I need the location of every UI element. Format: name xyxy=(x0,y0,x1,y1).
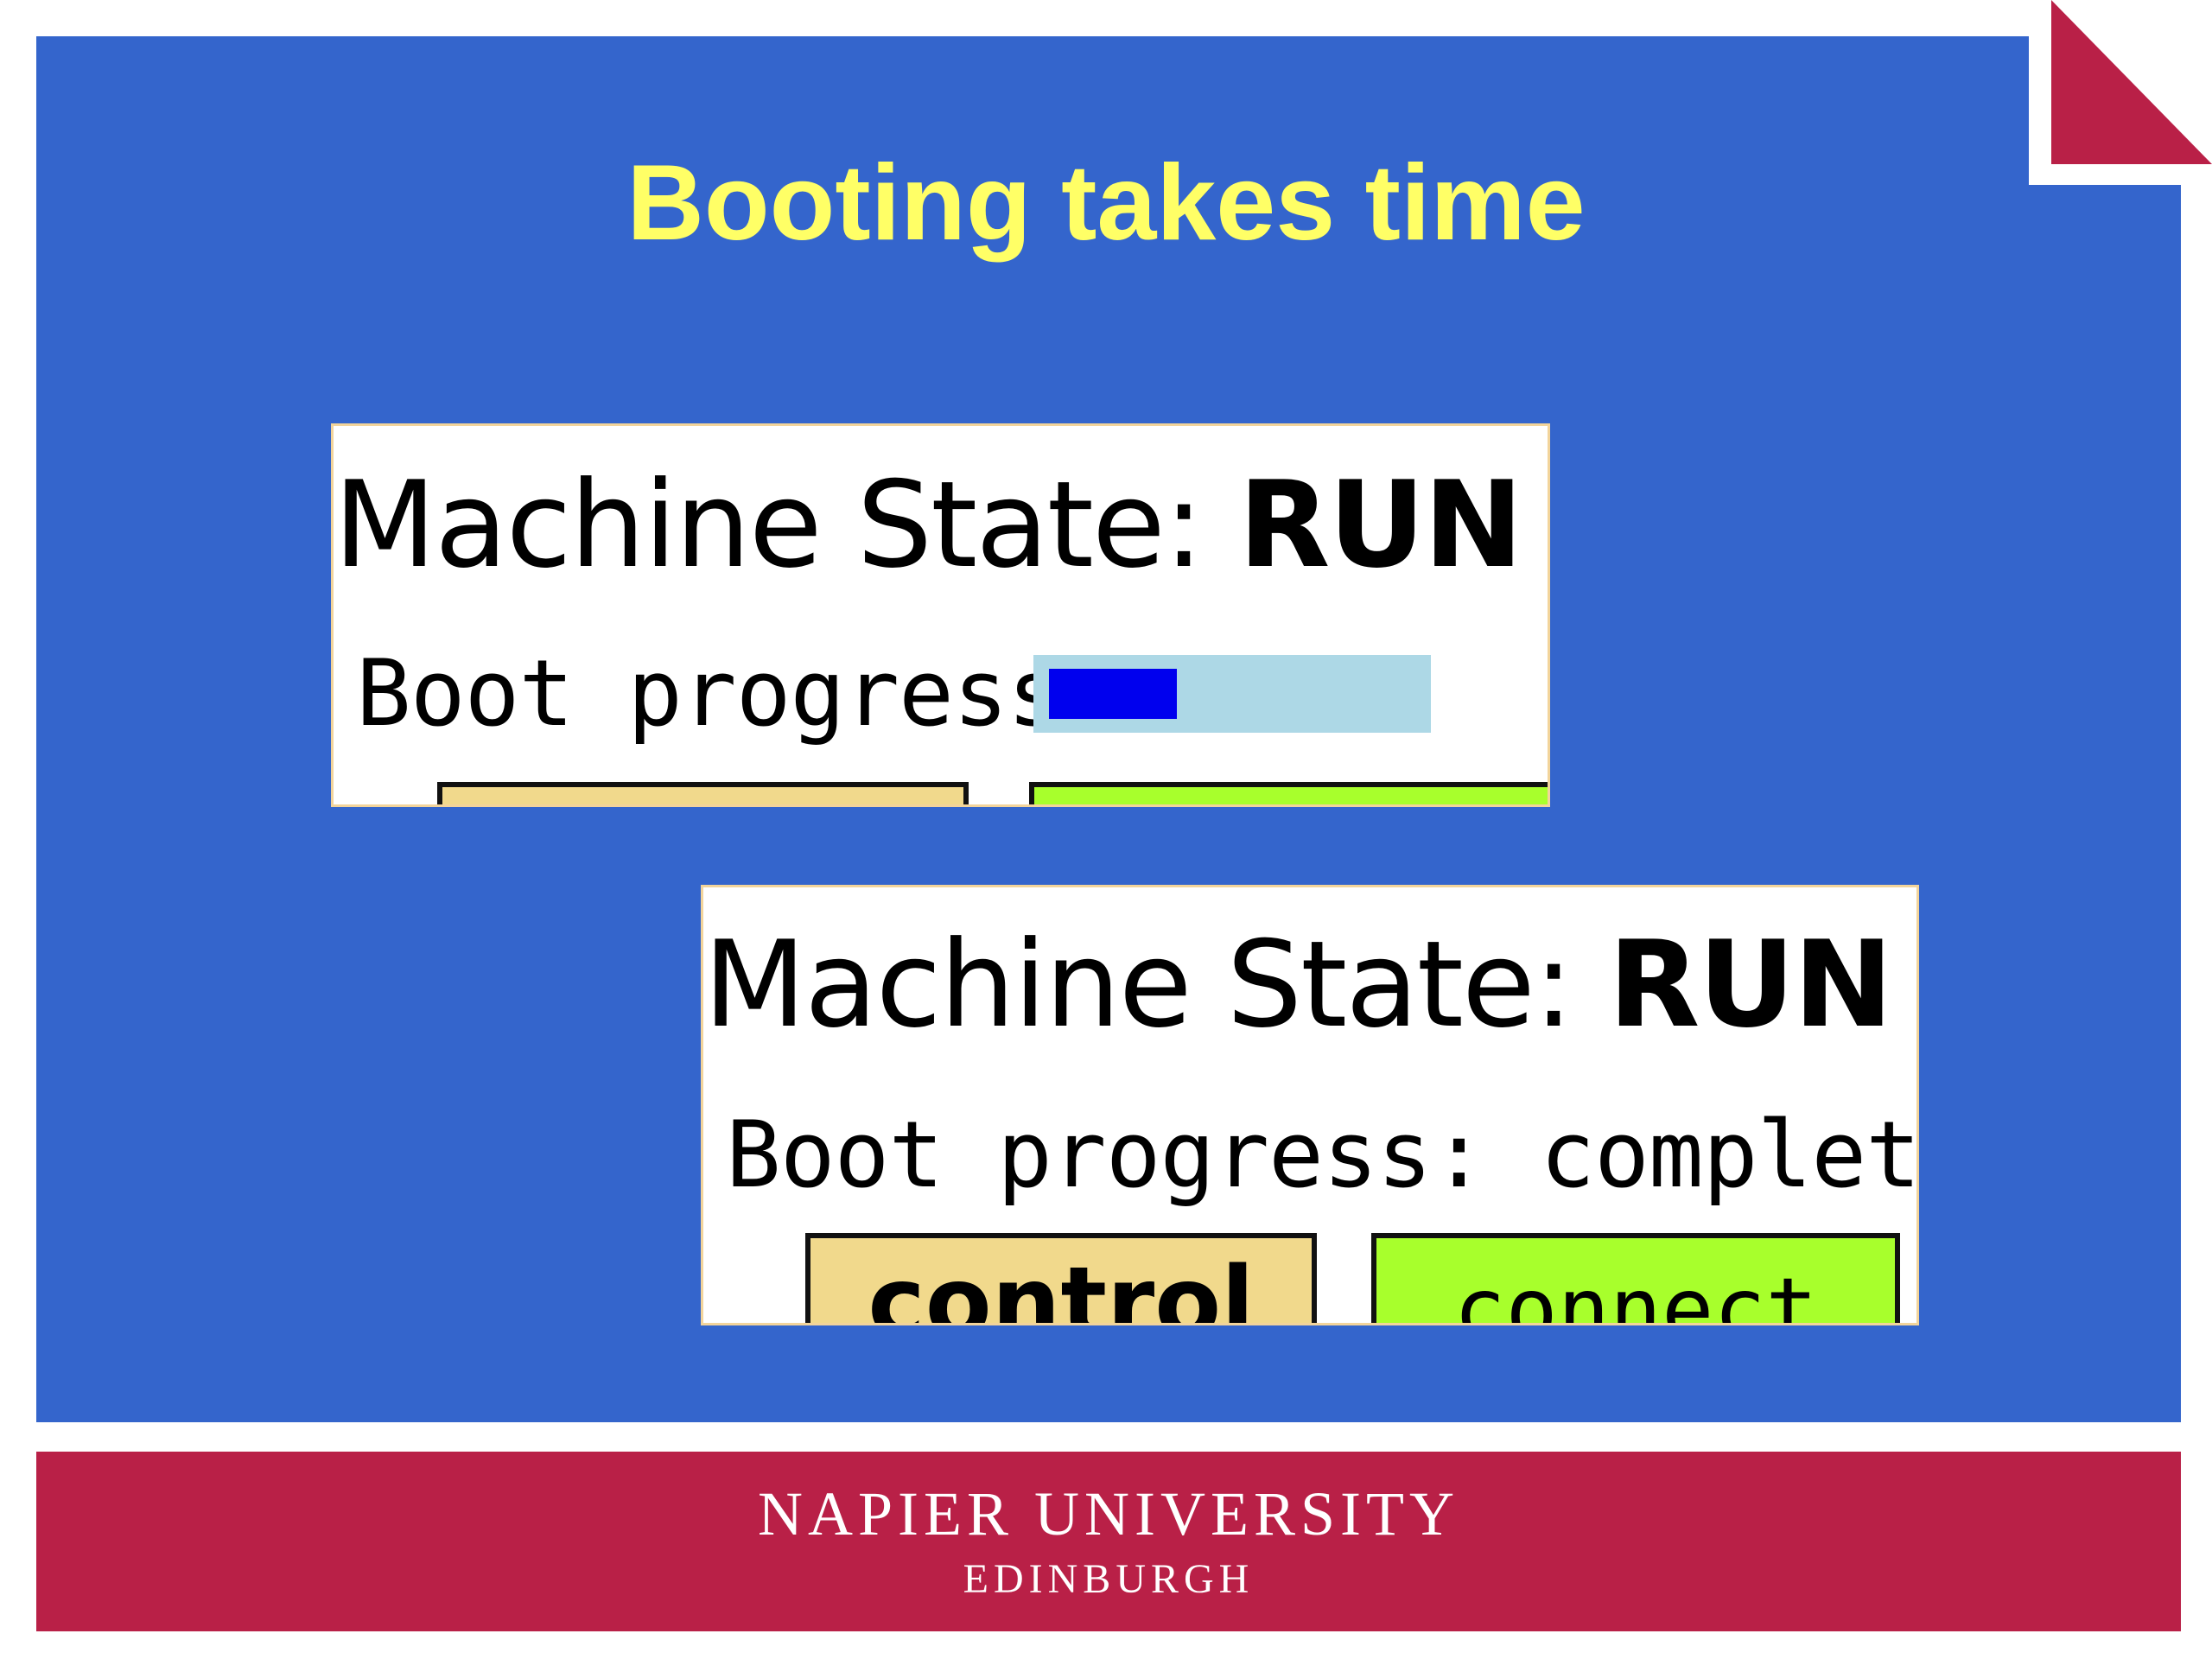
connect-button[interactable]: connect xyxy=(1371,1233,1900,1323)
machine-panel-booting: Machine State: RUN Boot progress: xyxy=(331,423,1550,807)
boot-progress-label: Boot progress: xyxy=(356,640,1116,747)
university-city: EDINBURGH xyxy=(963,1556,1255,1602)
machine-state-line: Machine State: RUN xyxy=(334,461,1523,590)
machine-state-value: RUN xyxy=(1238,455,1523,594)
boot-progress-status: complete xyxy=(1540,1102,1919,1208)
machine-state-label: Machine State: xyxy=(334,455,1239,594)
machine-state-value: RUN xyxy=(1608,915,1893,1054)
boot-progress-bar xyxy=(1033,655,1431,733)
page-corner-fold-icon xyxy=(2051,0,2212,164)
slide-title: Booting takes time xyxy=(626,143,1586,263)
footer-banner: NAPIER UNIVERSITY EDINBURGH xyxy=(36,1452,2181,1631)
machine-state-line: Machine State: RUN xyxy=(703,920,1893,1050)
boot-progress-line: Boot progress: complete xyxy=(726,1102,1919,1208)
machine-state-label: Machine State: xyxy=(703,915,1609,1054)
control-button[interactable] xyxy=(437,782,969,804)
connect-button[interactable] xyxy=(1029,782,1548,804)
machine-panel-complete: Machine State: RUN Boot progress: comple… xyxy=(701,885,1919,1325)
boot-progress-label: Boot progress: xyxy=(726,1102,1541,1208)
university-name: NAPIER UNIVERSITY xyxy=(758,1479,1459,1548)
control-button[interactable]: control xyxy=(805,1233,1317,1323)
boot-progress-fill xyxy=(1049,669,1177,719)
